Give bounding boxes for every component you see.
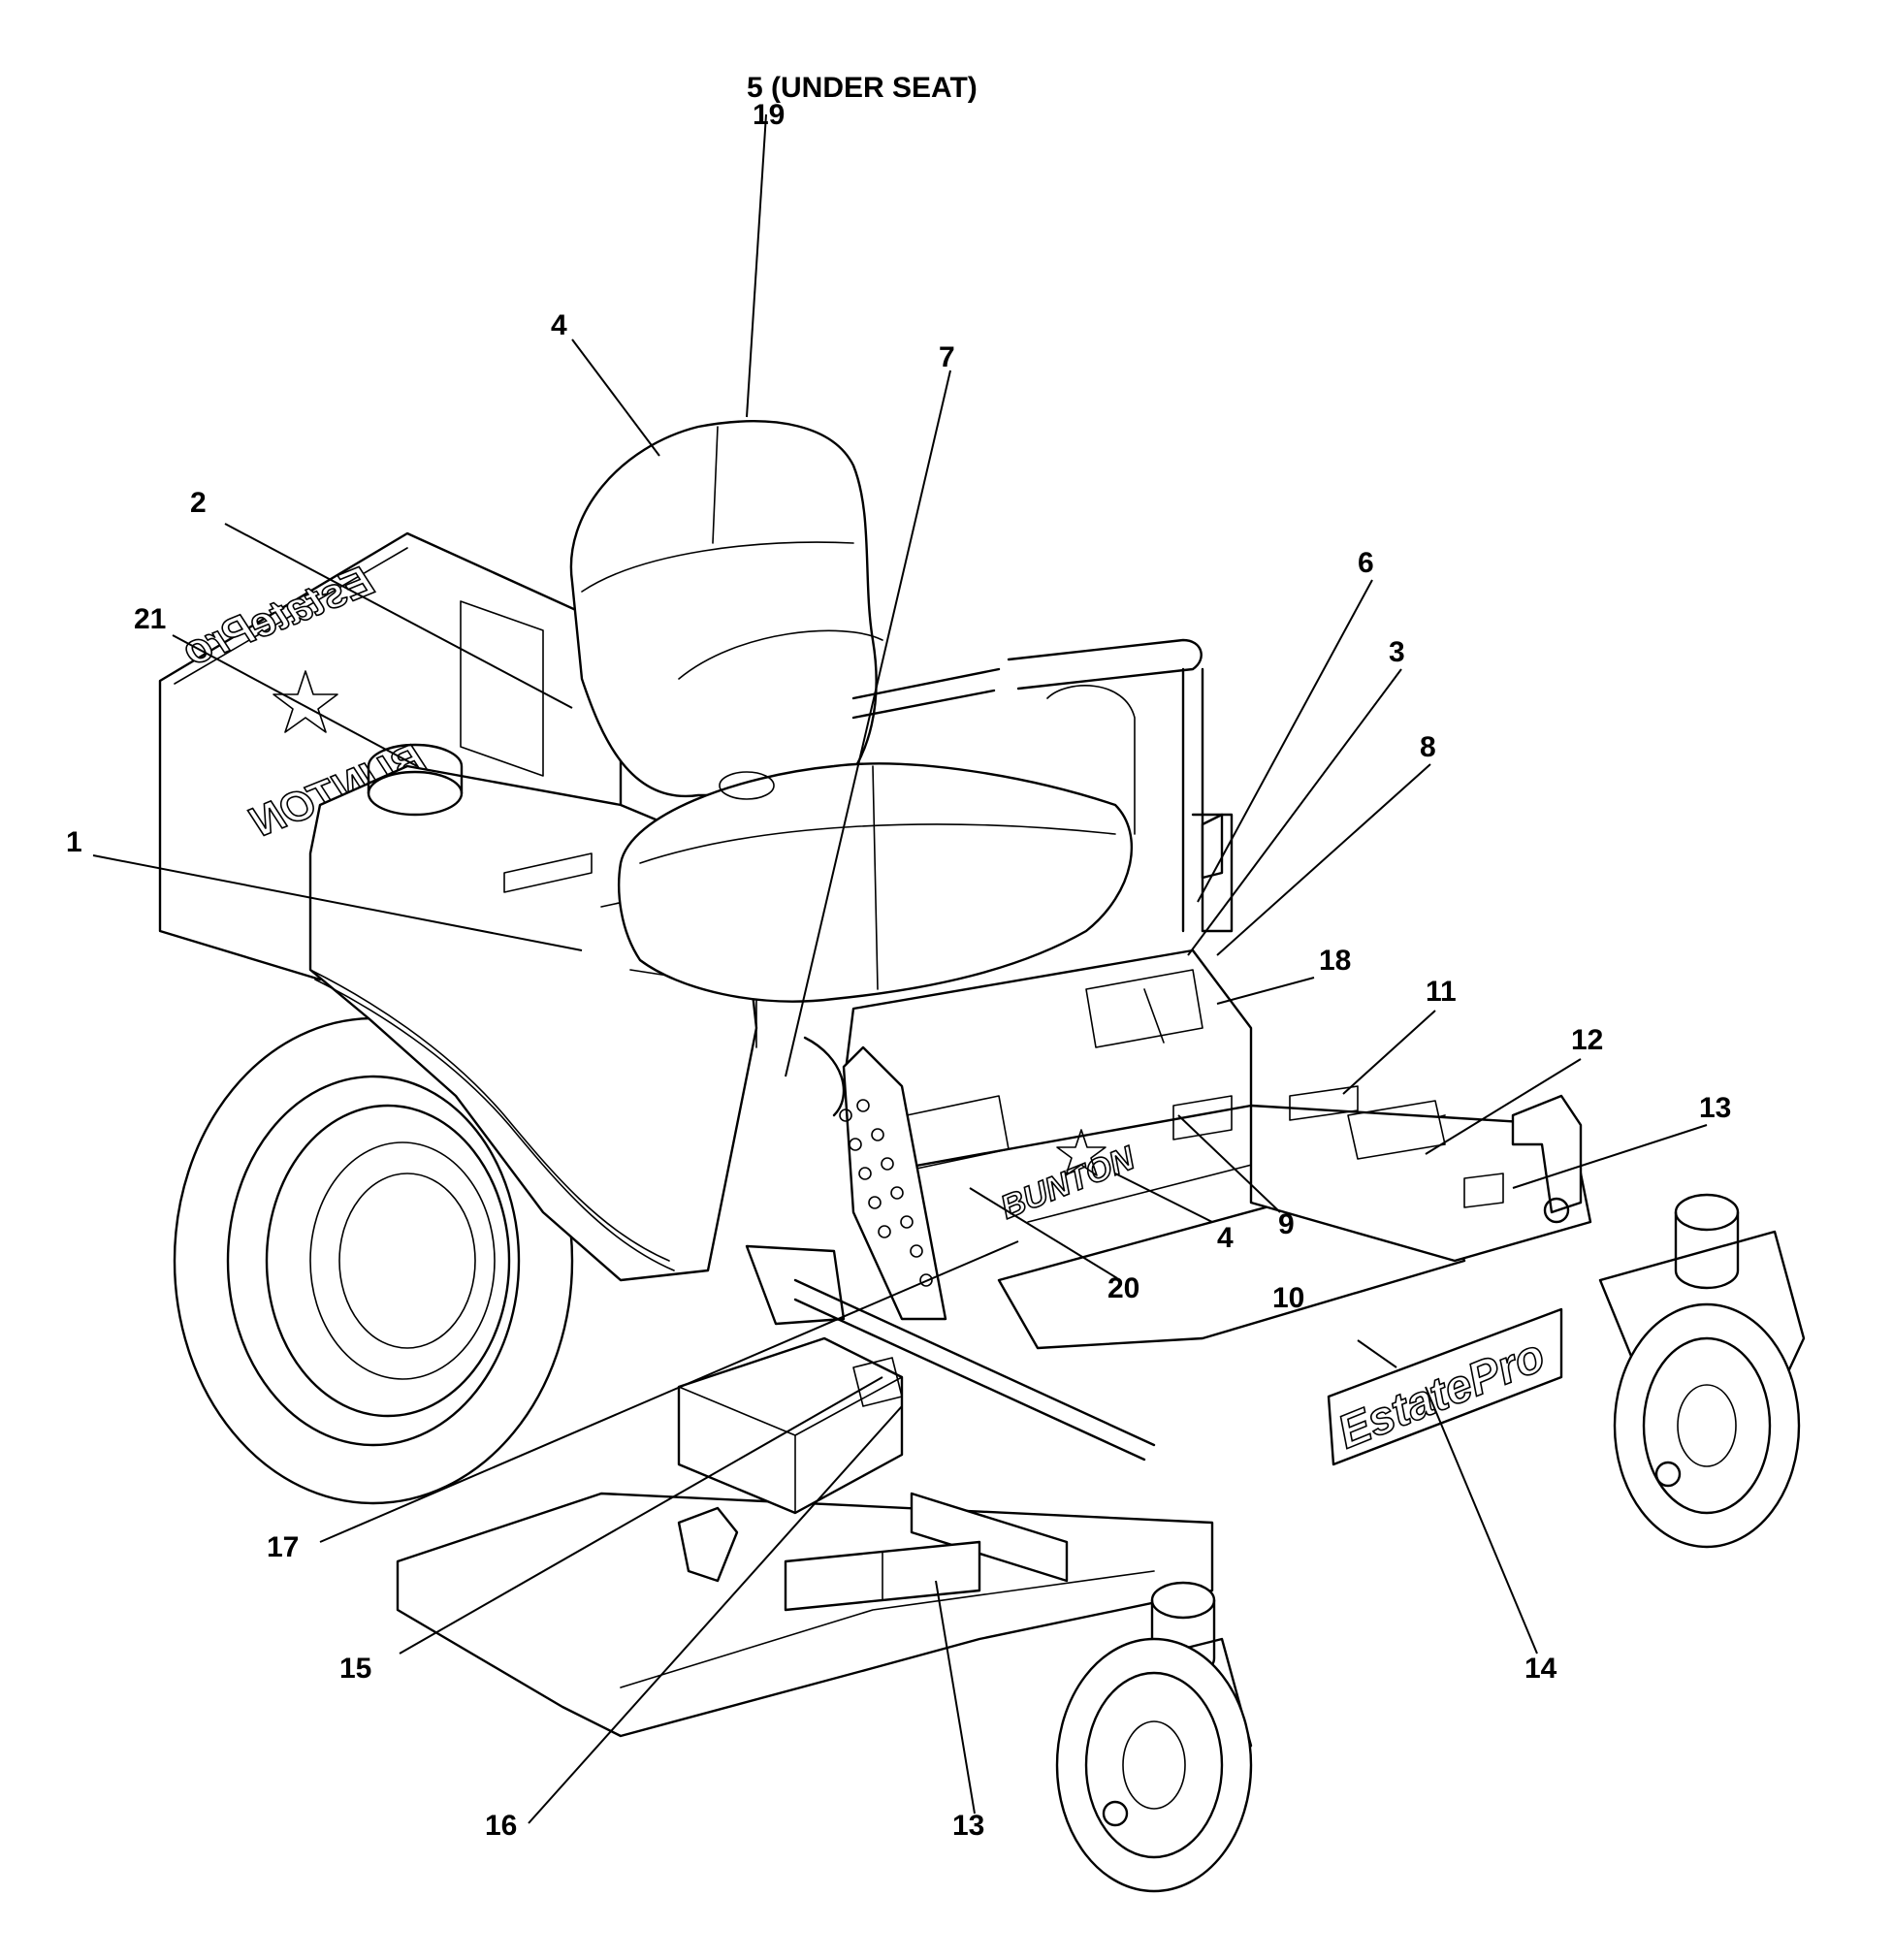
callout-5-under-seat: 5 (UNDER SEAT) — [747, 72, 978, 104]
operator-seat — [569, 420, 1136, 1003]
callout-16: 16 — [485, 1810, 517, 1842]
callout-1: 1 — [66, 826, 82, 858]
callout-21: 21 — [134, 603, 166, 635]
main-frame — [842, 948, 1592, 1350]
front-caster-left — [1055, 1581, 1253, 1893]
control-levers — [851, 638, 1234, 933]
callout-8: 8 — [1420, 731, 1436, 763]
callout-3: 3 — [1389, 636, 1405, 668]
callout-9: 9 — [1278, 1208, 1295, 1240]
callout-labels: 5 (UNDER SEAT) 19 4 7 2 6 21 3 8 1 18 11… — [66, 72, 1731, 1842]
star-icon — [1056, 1129, 1107, 1176]
callout-13-bottom: 13 — [952, 1810, 984, 1842]
mower-deck — [396, 1336, 1214, 1738]
callout-11: 11 — [1426, 976, 1457, 1008]
callout-10: 10 — [1272, 1282, 1304, 1314]
callout-18: 18 — [1319, 945, 1351, 977]
callout-4-seat: 4 — [551, 309, 567, 341]
callout-14: 14 — [1524, 1653, 1557, 1685]
fuel-cap — [367, 770, 464, 817]
callout-6: 6 — [1358, 547, 1374, 579]
callout-12: 12 — [1571, 1024, 1603, 1056]
maker-decal-front: BUNTON — [996, 1140, 1141, 1227]
callout-7: 7 — [939, 341, 955, 373]
front-caster-right — [1598, 1193, 1806, 1549]
leader-lines — [92, 113, 1708, 1824]
height-adjust-bracket — [745, 1036, 1156, 1462]
callout-20: 20 — [1107, 1272, 1139, 1304]
callout-13-right: 13 — [1699, 1092, 1731, 1124]
callout-19: 19 — [753, 99, 785, 131]
callout-17: 17 — [267, 1531, 299, 1563]
callout-2: 2 — [190, 487, 207, 519]
callout-15: 15 — [339, 1653, 371, 1685]
callout-4-deck: 4 — [1217, 1222, 1234, 1254]
